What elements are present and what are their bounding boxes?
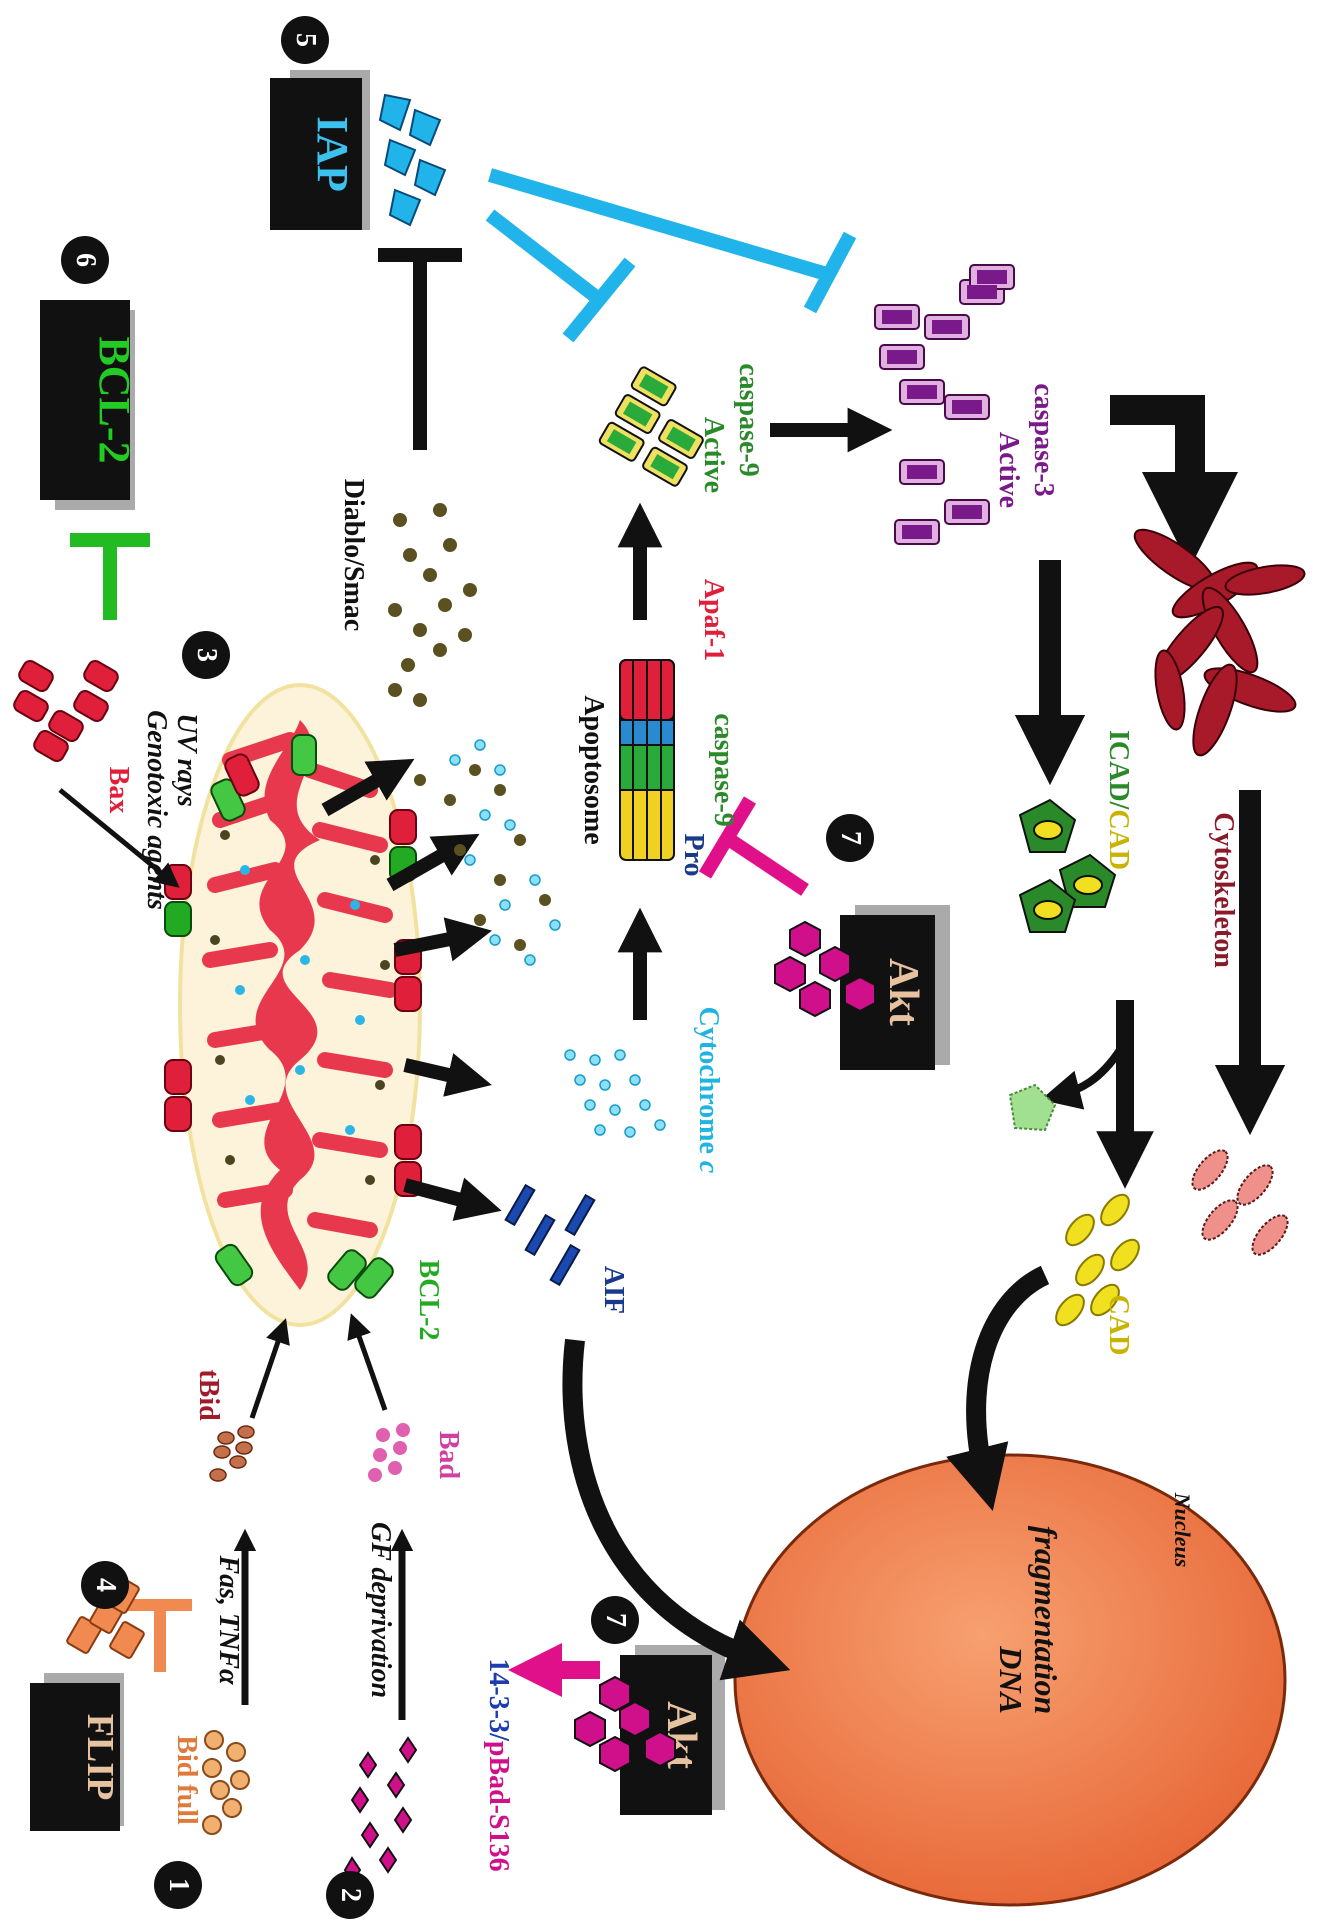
bad-bound-cluster [345,1738,416,1882]
marker-4: 4 [81,1561,129,1609]
marker-7b: 7 [826,814,874,862]
uv-label: UV rays [171,713,202,807]
apoptosome [620,660,674,860]
svg-text:Cytochrome c: Cytochrome c [693,1007,724,1174]
aif-rods [506,1185,595,1285]
active-casp3-active: Active [993,432,1024,508]
bad-label: Bad [433,1431,464,1480]
flip-label: FLIP [79,1714,121,1801]
procasp9-label: caspase-9 [708,713,739,827]
svg-text:7: 7 [835,831,866,845]
tbid-cluster [210,1426,254,1481]
bad-cluster [368,1423,410,1482]
svg-text:2: 2 [335,1888,366,1902]
bax-label: Bax [103,767,134,814]
bid-full-cluster [203,1731,249,1834]
arrow-tbid-to-mito [252,1330,282,1418]
diablo-inhibits-iap [378,255,462,450]
iap-inhibition-lines [490,175,850,338]
bcl2-box-label: BCL-2 [90,336,139,463]
icad-cad-complex [1020,800,1115,932]
aif-label: AIF [598,1266,629,1314]
active-casp9-active: Active [698,417,729,493]
bid-full-label: Bid full [171,1735,202,1825]
gf-deprivation-label: GF deprivation [365,1522,396,1698]
bcl2-label: BCL-2 [413,1260,444,1341]
marker-3: 3 [182,631,230,679]
cytoskeleton-filaments [1127,520,1307,760]
svg-text:4: 4 [90,1578,121,1592]
apaf1-label: Apaf-1 [698,579,729,661]
icad-cad-label: ICAD/CAD [1103,730,1134,870]
marker-1: 1 [154,1861,202,1909]
svg-text:ICAD/CAD: ICAD/CAD [1103,730,1134,870]
released-icad [1010,1085,1055,1130]
active-casp9-label: caspase-9 [733,363,764,477]
cytoskeleton-label: Cytoskeleton [1208,812,1239,968]
marker-7a: 7 [591,1596,639,1644]
svg-text:5: 5 [290,33,321,47]
svg-text:6: 6 [70,253,101,267]
svg-text:14-3-3/pBad-S136: 14-3-3/pBad-S136 [483,1658,514,1871]
bcl2-inhibits-bax [70,540,150,620]
marker-5: 5 [281,16,329,64]
arrow-bad-to-mito [355,1325,385,1410]
fas-tnf-label: Fas, TNFα [213,1554,244,1685]
cytoskeleton-fragments [1186,1145,1294,1261]
arrow-cad-to-nucleus [976,1275,1045,1480]
diablo-smac-label: Diablo/Smac [338,479,369,631]
akt-box-2-label: Akt [880,958,926,1026]
flip-box: FLIP [30,1673,124,1831]
arrow-icad-released [1060,1050,1120,1095]
dna-label: DNA [993,1645,1029,1714]
arrow-casp3-to-cytoskeleton [1110,410,1190,520]
fragmentation-label: fragmentation [1028,1526,1064,1714]
svg-text:7: 7 [600,1613,631,1627]
iap-molecules [380,95,445,225]
genotoxic-label: Genotoxic agents [141,710,172,910]
pbad-label: 14-3-3/pBad-S136 [483,1658,514,1871]
tbid-label: tBid [193,1369,224,1421]
apoptosome-label: Apoptosome [578,695,609,844]
marker-2: 2 [326,1871,374,1919]
svg-text:1: 1 [163,1878,194,1892]
nucleus-label: Nucleus [1170,1492,1195,1568]
iap-box-label: IAP [308,116,357,192]
cytochrome-c-label: Cytochrome c [693,1007,724,1174]
bax-cluster [12,658,121,763]
pro-label: Pro [678,833,709,876]
bcl2-box: BCL-2 [40,300,139,510]
svg-text:3: 3 [191,648,222,662]
iap-box: IAP [270,70,370,230]
marker-6: 6 [61,236,109,284]
cad-label: CAD [1103,1295,1134,1356]
active-casp3-label: caspase-3 [1028,383,1059,497]
